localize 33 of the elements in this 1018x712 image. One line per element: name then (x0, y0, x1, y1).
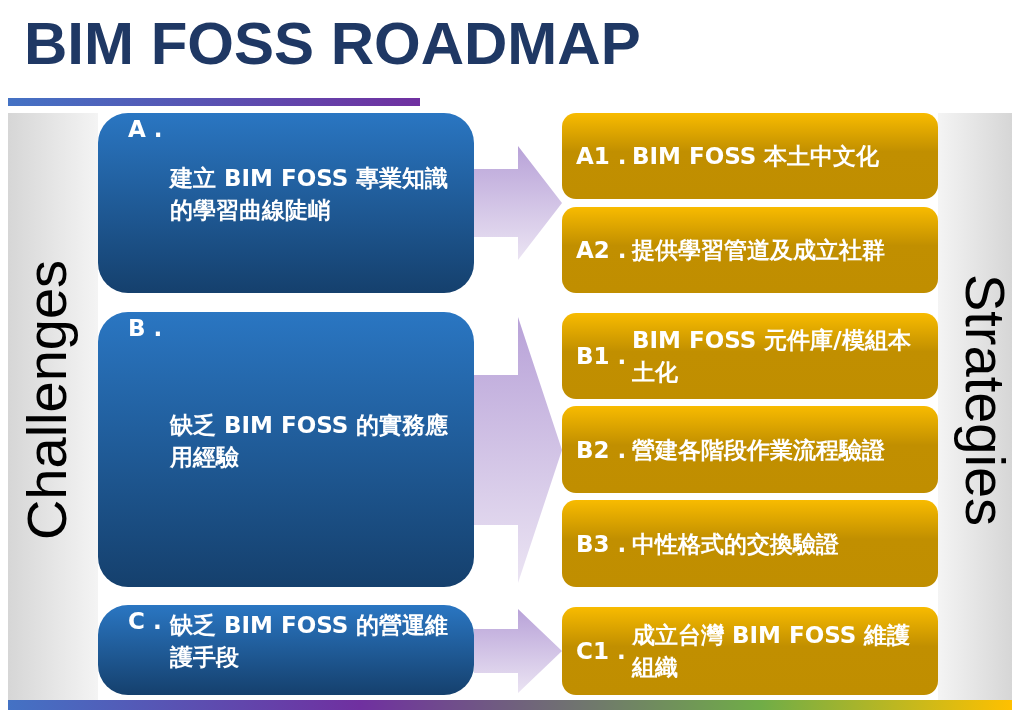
block-arrow (474, 609, 562, 693)
item-text: 缺乏 BIM FOSS 的實務應用經驗 (170, 410, 450, 472)
title: BIM FOSS ROADMAP (24, 9, 641, 79)
item-text: 中性格式的交換驗證 (632, 529, 840, 559)
block-arrow (474, 317, 562, 583)
item-letter: B3 . (576, 529, 628, 559)
item-text: 提供學習管道及成立社群 (632, 236, 886, 265)
strategy-box (562, 607, 938, 695)
strategy-box (562, 313, 938, 399)
item-letter: C . (128, 607, 163, 636)
block-arrow (474, 146, 562, 260)
item-letter: A2 . (576, 236, 628, 265)
side-label: Challenges (17, 259, 77, 541)
strategy-box (562, 207, 938, 293)
challenge-box (98, 113, 474, 293)
item-text: BIM FOSS 本土中文化 (632, 142, 881, 171)
strategy-box (562, 113, 938, 199)
item-text: 成立台灣 BIM FOSS 維護組織 (632, 621, 912, 682)
item-letter: A1 . (576, 142, 628, 171)
challenge-box (98, 312, 474, 587)
strategy-box (562, 500, 938, 587)
challenge-box (98, 605, 474, 695)
item-letter: B1 . (576, 342, 628, 371)
item-text: 營建各階段作業流程驗證 (632, 435, 886, 465)
item-text: BIM FOSS 元件庫/模組本土化 (632, 326, 912, 387)
item-letter: A . (128, 115, 164, 144)
item-letter: C1 . (576, 637, 627, 666)
item-text: 建立 BIM FOSS 專業知識的學習曲線陡峭 (170, 164, 450, 225)
item-letter: B2 . (576, 435, 628, 465)
item-text: 缺乏 BIM FOSS 的營運維護手段 (170, 611, 450, 672)
item-letter: B . (128, 314, 164, 343)
side-label: Strategies (955, 273, 1015, 527)
strategy-box (562, 406, 938, 493)
